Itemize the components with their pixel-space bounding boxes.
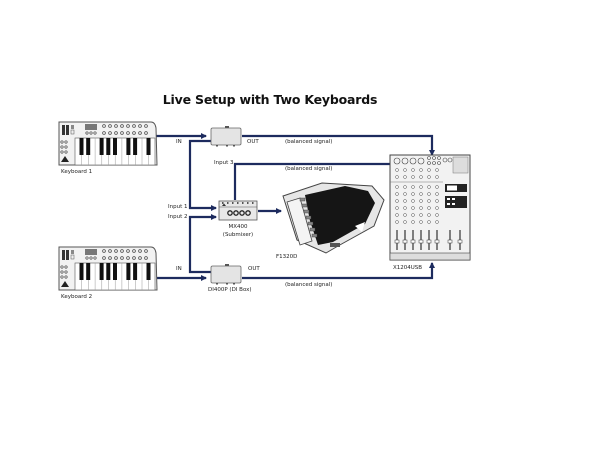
input2-label: Input 2 xyxy=(168,214,188,220)
cable-di2-to-input2 xyxy=(188,214,217,274)
f1320d-monitor xyxy=(282,182,385,254)
f1320d-label: F1320D xyxy=(276,254,298,260)
mx400-sublabel: (Submixer) xyxy=(222,232,254,238)
cable-mixer-to-input3 xyxy=(233,162,394,200)
keyboard-1-label: Keyboard 1 xyxy=(61,169,93,175)
top-balanced-signal-label: (balanced signal) xyxy=(285,139,333,145)
cable-di1-out-to-mixer xyxy=(242,134,435,156)
di2-label: DI400P (DI Box) xyxy=(208,287,252,293)
keyboard-2-label: Keyboard 2 xyxy=(61,294,93,300)
di-box-1 xyxy=(210,126,242,147)
di1-in-label: IN xyxy=(176,139,182,145)
x1204usb-label: X1204USB xyxy=(393,265,423,271)
mx400-submixer xyxy=(218,200,258,221)
diagram-title: Live Setup with Two Keyboards xyxy=(162,92,378,107)
cable-di1-to-input1 xyxy=(188,139,217,211)
x1204usb-mixer xyxy=(389,154,471,261)
di-box-icon xyxy=(210,265,242,284)
keyboard-2 xyxy=(58,246,158,291)
di1-out-label: OUT xyxy=(247,139,259,145)
di-box-2 xyxy=(210,264,242,285)
mid-balanced-signal-label: (balanced signal) xyxy=(285,166,333,172)
di2-out-label: OUT xyxy=(248,266,260,272)
cables xyxy=(155,133,435,281)
di2-in-label: IN xyxy=(176,266,182,272)
bottom-balanced-signal-label: (balanced signal) xyxy=(285,282,333,288)
mx400-label: MX400 xyxy=(228,224,248,230)
di-box-icon xyxy=(210,127,242,146)
input3-label: Input 3 xyxy=(214,160,234,166)
input1-label: Input 1 xyxy=(168,204,188,210)
keyboard-1 xyxy=(58,121,158,166)
cable-di2-out-to-mixer xyxy=(242,262,435,280)
